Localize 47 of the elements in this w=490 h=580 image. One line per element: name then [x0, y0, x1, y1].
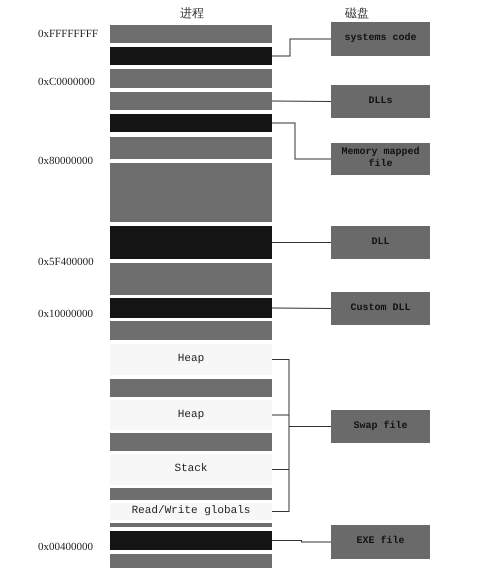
heading: 进程: [180, 6, 204, 20]
connector-line: [272, 122, 332, 160]
memory-region-bar: [110, 163, 272, 222]
box-label: systems code: [343, 33, 418, 45]
address-label: 0xFFFFFFFF: [38, 28, 98, 41]
memory-region-bar: [110, 554, 272, 568]
memory-region-bar: [110, 321, 272, 340]
connector-line: [272, 242, 332, 243]
memory-region-bar: [110, 523, 272, 527]
memory-region-bar: [110, 226, 272, 259]
region-label: Stack: [174, 463, 208, 476]
memory-region-bar: [110, 92, 272, 110]
address-label: 0x00400000: [38, 541, 93, 554]
memory-region-bar: [110, 488, 272, 500]
connector-line: [272, 38, 332, 56]
region-label: Heap: [178, 408, 204, 422]
memory-region: [110, 400, 272, 430]
box-label: EXE file: [355, 536, 406, 548]
memory-region-bar: [110, 263, 272, 295]
box-label: DLLs: [367, 96, 394, 108]
memory-region-bar: [110, 114, 272, 132]
memory-region-bar: [110, 433, 272, 451]
region-label: Read/Write globals: [132, 505, 250, 518]
memory-region: [110, 503, 272, 520]
memory-region-bar: [110, 69, 272, 88]
memory-region: [110, 454, 272, 485]
address-label: 0x5F400000: [38, 256, 94, 269]
address-label: 0x10000000: [38, 308, 93, 321]
connector-line: [272, 100, 332, 102]
address-label: 0x80000000: [38, 155, 93, 168]
address-label: 0xC0000000: [38, 76, 95, 89]
memory-region-bar: [110, 379, 272, 397]
memory-region-bar: [110, 298, 272, 318]
memory-region-bar: [110, 47, 272, 65]
box-label: Custom DLL: [349, 302, 412, 314]
box-label: Memory mapped file: [340, 147, 420, 171]
heading: 磁盘: [345, 6, 369, 20]
connector-line: [272, 308, 332, 309]
box-label: Swap file: [352, 420, 408, 432]
region-label: Heap: [178, 353, 204, 366]
box-label: DLL: [370, 236, 390, 248]
memory-region: [110, 344, 272, 375]
memory-region-bar: [110, 25, 272, 43]
connector-line: [272, 426, 332, 512]
memory-region-bar: [110, 531, 272, 550]
memory-region-bar: [110, 137, 272, 159]
connector-line: [272, 540, 332, 542]
